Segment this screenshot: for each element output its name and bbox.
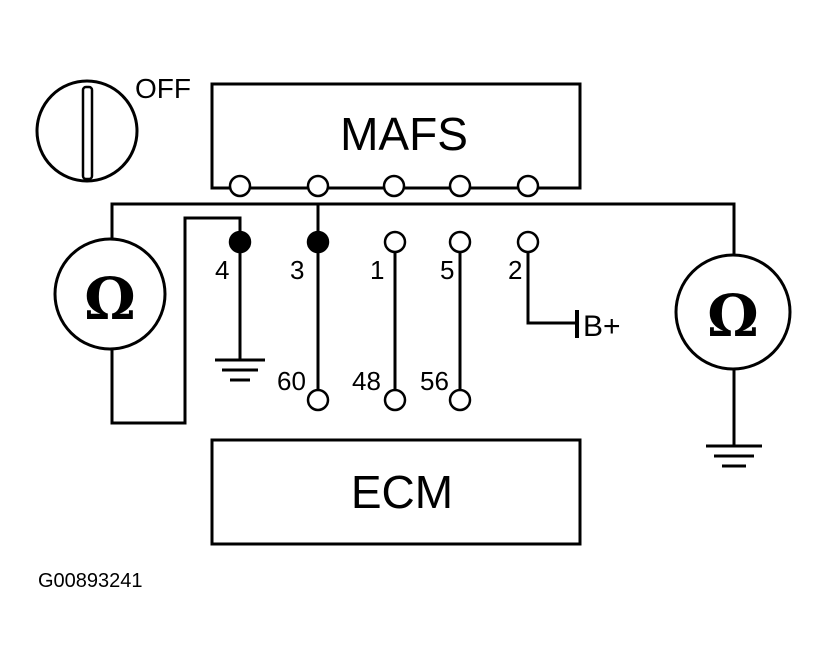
mafs-title: MAFS bbox=[340, 108, 468, 160]
ecm-box bbox=[210, 438, 582, 546]
mafs-pin bbox=[382, 174, 406, 198]
ohmmeter-left: Ω bbox=[53, 237, 167, 351]
mafs-box bbox=[210, 82, 582, 190]
pin-5-terminal bbox=[448, 230, 472, 254]
wires bbox=[110, 202, 736, 446]
pin2-to-bplus-wire bbox=[526, 244, 577, 325]
ground-symbol-left bbox=[215, 358, 265, 382]
ohm-icon: Ω bbox=[84, 265, 136, 333]
pin-label-2: 2 bbox=[508, 255, 522, 285]
pin-label-48: 48 bbox=[352, 366, 381, 396]
pin-label-56: 56 bbox=[420, 366, 449, 396]
mafs-connector-pins bbox=[228, 174, 540, 198]
pin-label-5: 5 bbox=[440, 255, 454, 285]
ignition-off-label: OFF bbox=[135, 73, 191, 104]
pin-4-terminal bbox=[228, 230, 252, 254]
bplus-label: B+ bbox=[583, 310, 621, 343]
harness-pins bbox=[228, 230, 540, 412]
ground-symbol-right bbox=[706, 444, 762, 468]
ohmmeter-right: Ω bbox=[674, 253, 792, 371]
mafs-pin bbox=[228, 174, 252, 198]
mafs-pin bbox=[516, 174, 540, 198]
pin-label-3: 3 bbox=[290, 255, 304, 285]
pin-1-terminal bbox=[383, 230, 407, 254]
ecm-title: ECM bbox=[351, 466, 453, 518]
ohm-icon: Ω bbox=[707, 282, 759, 350]
ignition-switch bbox=[35, 79, 139, 183]
ohmmeter-left-body bbox=[53, 237, 167, 351]
pin-label-1: 1 bbox=[370, 255, 384, 285]
pin-3-terminal bbox=[306, 230, 330, 254]
ignition-key-slot bbox=[81, 85, 94, 181]
pin-56-terminal bbox=[448, 388, 472, 412]
ohmmeter-right-body bbox=[674, 253, 792, 371]
mafs-pin bbox=[306, 174, 330, 198]
pin-60-terminal bbox=[306, 388, 330, 412]
left-meter-return-wire bbox=[110, 216, 242, 425]
figure-id: G00893241 bbox=[38, 570, 143, 592]
top-bus-wire bbox=[110, 202, 736, 255]
pin-48-terminal bbox=[383, 388, 407, 412]
mafs-pin bbox=[448, 174, 472, 198]
pin-label-60: 60 bbox=[277, 366, 306, 396]
pin-2-terminal bbox=[516, 230, 540, 254]
pin-label-4: 4 bbox=[215, 255, 229, 285]
